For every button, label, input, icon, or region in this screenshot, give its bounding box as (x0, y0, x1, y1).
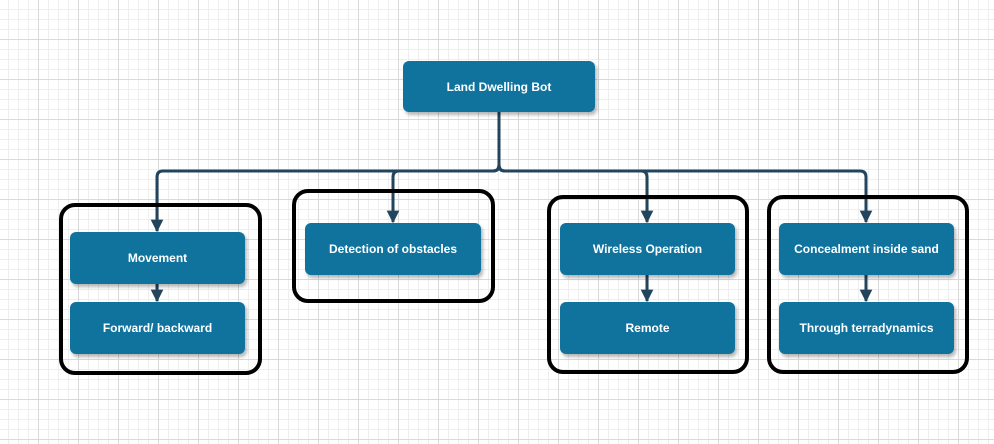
root-node-land-dwelling-bot[interactable]: Land Dwelling Bot (403, 61, 595, 112)
group-frame-concealment (767, 195, 969, 374)
group-frame-wireless (547, 195, 749, 374)
group-frame-movement (59, 203, 262, 375)
node-remote[interactable]: Remote (560, 302, 735, 354)
node-concealment-inside-sand[interactable]: Concealment inside sand (779, 223, 954, 275)
node-movement[interactable]: Movement (70, 232, 245, 284)
node-detection-of-obstacles[interactable]: Detection of obstacles (305, 223, 481, 275)
connector-root-to-branch-4 (497, 112, 873, 224)
node-through-terradynamics[interactable]: Through terradynamics (779, 302, 954, 354)
group-frame-detection (292, 189, 495, 303)
node-wireless-operation[interactable]: Wireless Operation (560, 223, 735, 275)
node-forward-backward[interactable]: Forward/ backward (70, 302, 245, 354)
